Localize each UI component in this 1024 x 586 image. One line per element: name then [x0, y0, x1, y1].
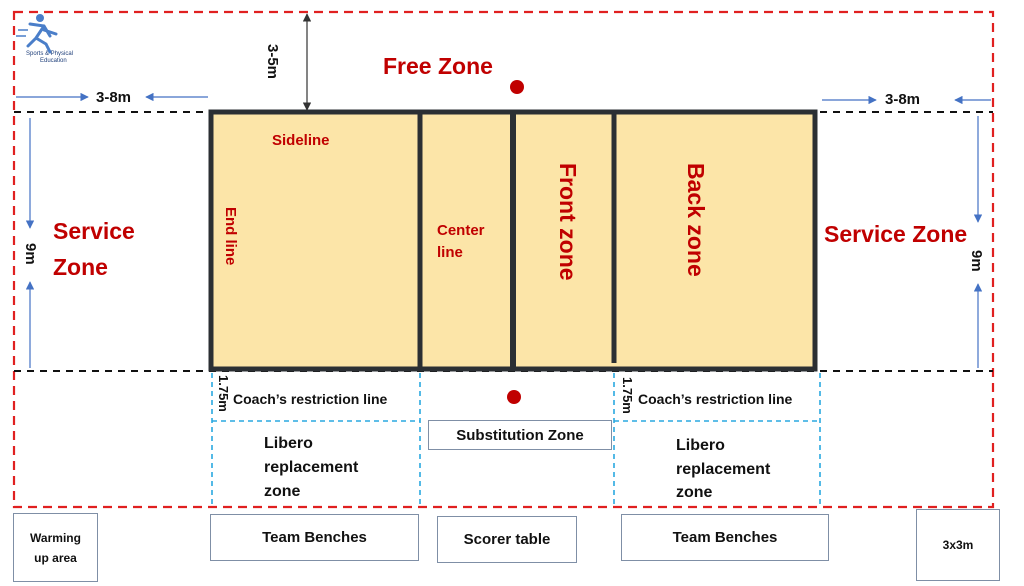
width-right-label: 9m	[968, 250, 985, 272]
libero-left-line3: zone	[264, 483, 301, 500]
restriction-lines	[211, 373, 821, 505]
warming-up-line1: Warming	[30, 530, 81, 545]
coach-right-distance: 1.75m	[620, 377, 635, 414]
three-by-three-label: 3x3m	[942, 538, 974, 552]
scorer-table-box: Scorer table	[437, 516, 577, 563]
service-depth-left-label: 3-8m	[96, 89, 132, 106]
substitution-zone-box: Substitution Zone	[428, 420, 612, 450]
libero-right-line2: replacement	[676, 461, 771, 478]
logo-text-line2: Education	[40, 58, 67, 64]
free-zone-boundary	[12, 10, 995, 509]
center-line-label-1: Center	[437, 222, 485, 239]
team-benches-right-box: Team Benches	[621, 514, 829, 561]
team-benches-right-label: Team Benches	[672, 529, 778, 546]
scorer-table-label: Scorer table	[463, 531, 551, 548]
free-zone-depth-label: 3-5m	[264, 44, 281, 80]
sideline-label: Sideline	[272, 132, 330, 149]
coach-left-distance: 1.75m	[216, 375, 231, 412]
logo-text-line1: Sports & Physical	[26, 51, 74, 57]
service-zone-right-label: Service Zone	[824, 221, 968, 247]
libero-right-line3: zone	[676, 484, 713, 501]
warming-up-line2: up area	[34, 550, 77, 565]
team-benches-left-label: Team Benches	[262, 529, 367, 546]
service-zone-left-line1: Service	[53, 218, 135, 244]
libero-right-line1: Libero	[676, 437, 725, 454]
logo-runner-icon	[16, 14, 58, 54]
front-zone-label: Front zone	[555, 163, 581, 281]
libero-left-line2: replacement	[264, 459, 359, 476]
coach-restriction-left: Coach’s restriction line	[233, 391, 388, 407]
referee-dot-bottom	[507, 390, 521, 404]
libero-left-line1: Libero	[264, 435, 313, 452]
substitution-zone-label: Substitution Zone	[456, 426, 584, 444]
service-zone-left-line2: Zone	[53, 254, 108, 280]
referee-dot-top	[510, 80, 524, 94]
team-benches-left-box: Team Benches	[210, 514, 419, 561]
center-line-label-2: line	[437, 244, 463, 261]
end-line-label: End line	[222, 207, 239, 266]
free-zone-label: Free Zone	[383, 53, 493, 79]
back-zone-label: Back zone	[683, 163, 709, 277]
coach-restriction-right: Coach’s restriction line	[638, 391, 793, 407]
service-depth-right-label: 3-8m	[885, 91, 921, 108]
width-left-label: 9m	[22, 243, 39, 265]
three-by-three-box: 3x3m	[916, 509, 1000, 581]
warming-up-area-box: Warming up area	[13, 513, 98, 582]
